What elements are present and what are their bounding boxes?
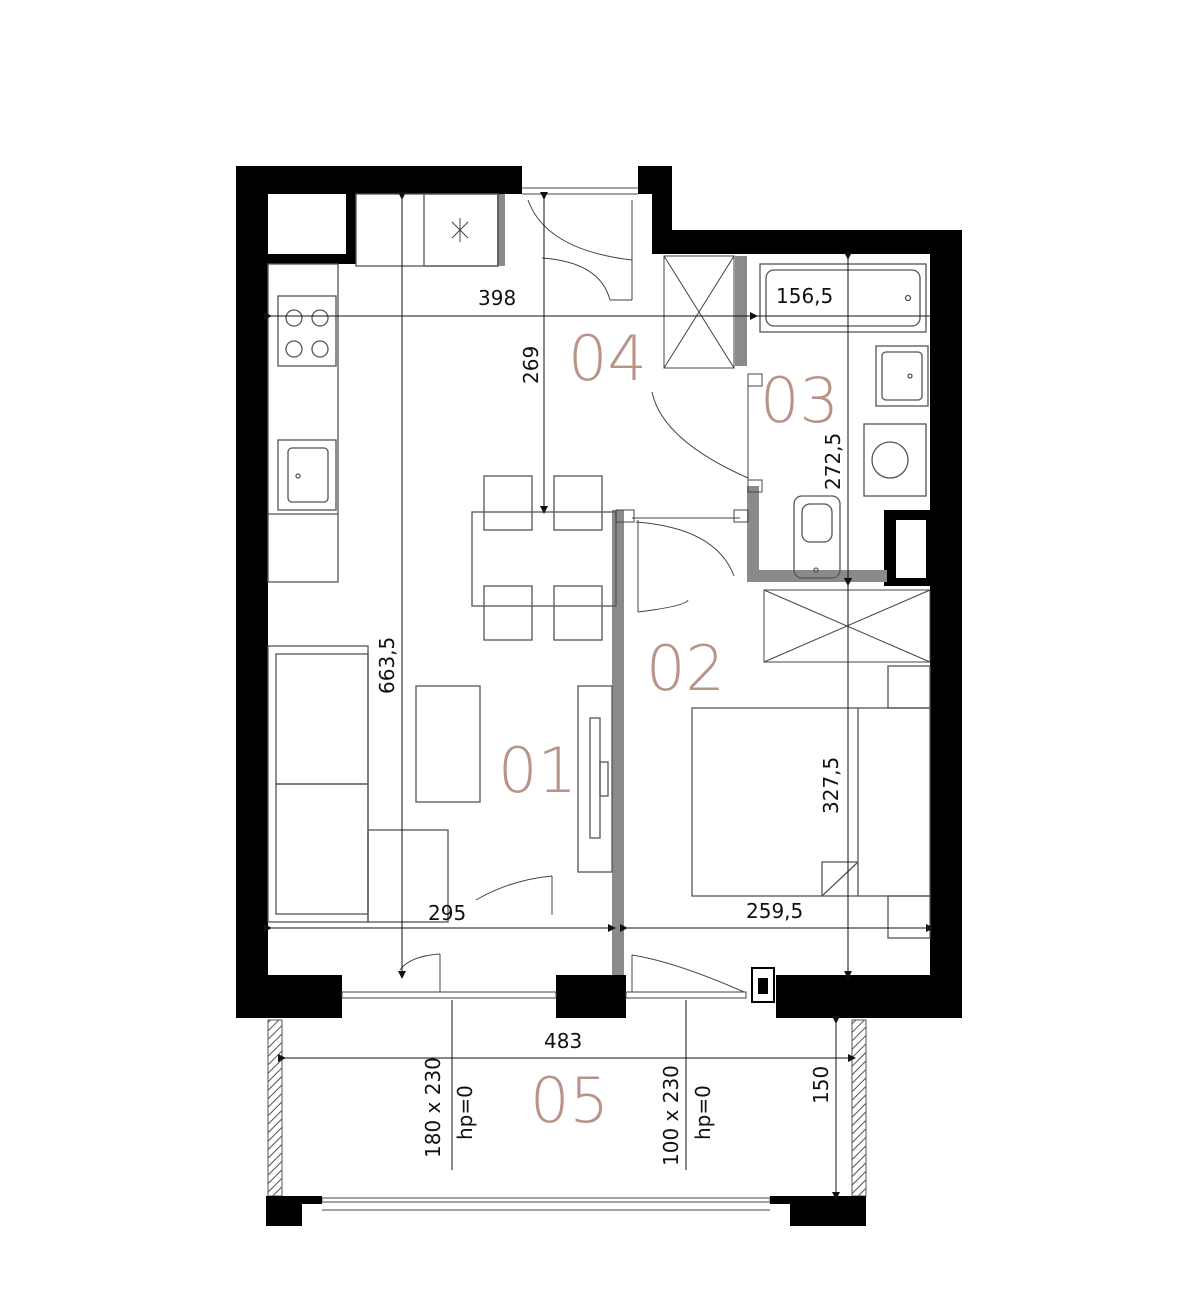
exterior-walls — [236, 166, 962, 1018]
opening-1-size: 180 x 230 — [421, 1057, 445, 1158]
room-label-05: 05 — [530, 1064, 609, 1137]
dimension-lines — [264, 192, 934, 1200]
bed — [691, 665, 931, 939]
partitions — [497, 194, 887, 975]
dim-living-depth: 663,5 — [375, 637, 399, 694]
dim-balcony-width: 483 — [544, 1029, 582, 1053]
door-swings — [399, 199, 749, 993]
opening-2-size: 100 x 230 — [659, 1065, 683, 1166]
sofa — [267, 645, 449, 923]
door-jambs — [615, 373, 763, 523]
opening-2-sill: hp=0 — [691, 1085, 715, 1140]
dim-bedroom-width: 259,5 — [746, 899, 803, 923]
dim-bath-width: 156,5 — [776, 284, 833, 308]
column-cutout — [896, 520, 926, 578]
room-label-02: 02 — [646, 632, 725, 705]
room-label-01: 01 — [498, 734, 577, 807]
dim-hall-depth: 269 — [519, 346, 543, 384]
room-label-04: 04 — [568, 322, 647, 395]
balcony — [266, 967, 867, 1226]
column-cutout — [268, 194, 346, 254]
dim-balcony-depth: 150 — [809, 1066, 833, 1104]
wardrobe — [763, 589, 931, 663]
dim-bedroom-depth: 327,5 — [819, 757, 843, 814]
room-label-03: 03 — [760, 364, 839, 437]
hall-closet — [663, 255, 735, 369]
dim-bath-depth: 272,5 — [821, 433, 845, 490]
kitchen-counter — [267, 193, 499, 583]
bathroom-fixtures — [759, 263, 929, 579]
tv-unit — [577, 685, 613, 873]
dim-kitchen-width: 398 — [478, 286, 516, 310]
coffee-table — [415, 685, 481, 803]
dim-living-width: 295 — [428, 901, 466, 925]
fridge-icon — [451, 218, 469, 242]
opening-1-sill: hp=0 — [453, 1085, 477, 1140]
